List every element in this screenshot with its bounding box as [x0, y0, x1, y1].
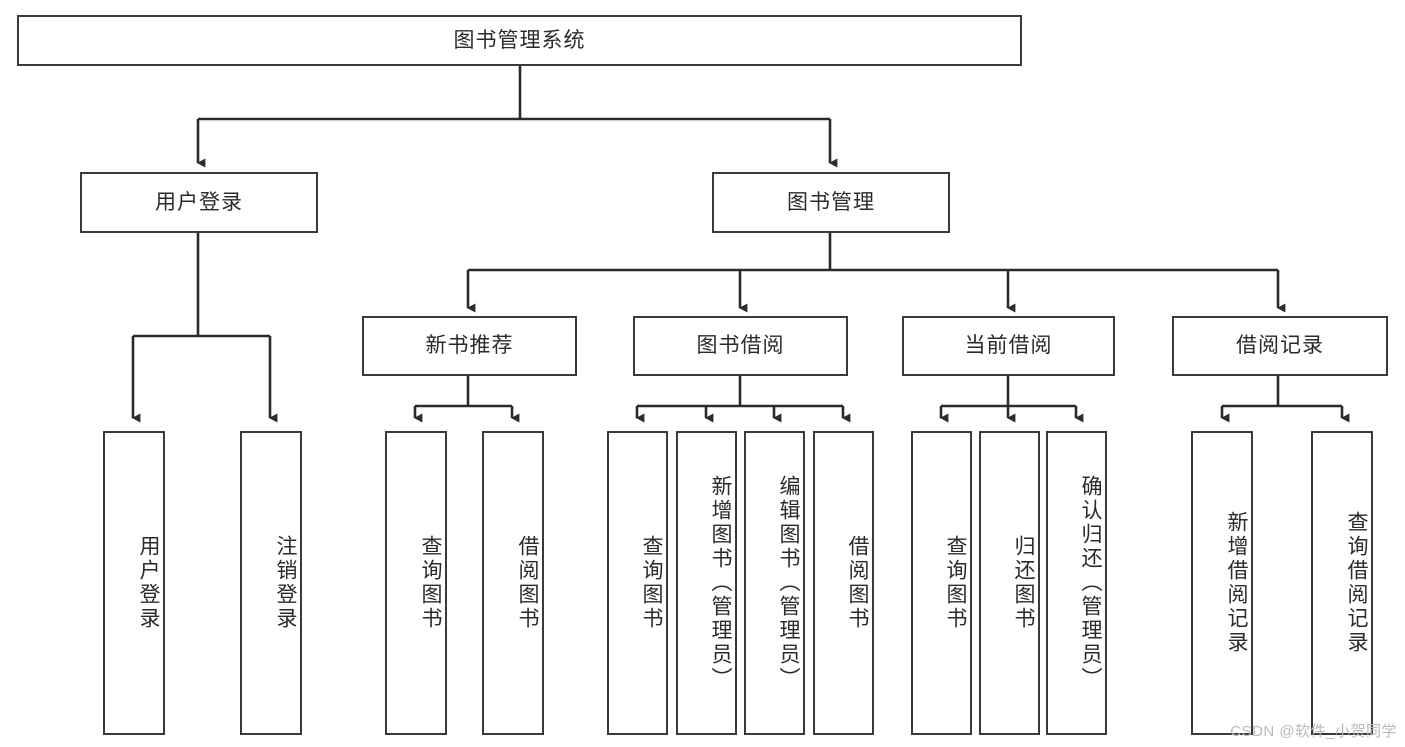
- node-label: 当前借阅: [964, 334, 1053, 358]
- node-book-borrow[interactable]: 图书借阅: [633, 316, 848, 376]
- node-label: 借阅图书: [516, 535, 539, 631]
- leaf-borrow-borrow-book[interactable]: 借阅图书: [813, 431, 874, 735]
- node-label: 新增图书（管理员）: [709, 475, 732, 691]
- node-label: 归还图书: [1012, 535, 1035, 631]
- node-current-borrow[interactable]: 当前借阅: [902, 316, 1115, 376]
- node-label: 注销登录: [274, 535, 297, 631]
- node-label: 新书推荐: [425, 334, 514, 358]
- node-new-book-recommend[interactable]: 新书推荐: [362, 316, 577, 376]
- leaf-record-query-record[interactable]: 查询借阅记录: [1311, 431, 1373, 735]
- leaf-new-book-query[interactable]: 查询图书: [385, 431, 447, 735]
- leaf-user-login-signin[interactable]: 用户登录: [103, 431, 165, 735]
- node-label: 用户登录: [155, 190, 243, 214]
- node-label: 查询图书: [419, 535, 442, 631]
- node-label: 图书借阅: [696, 334, 785, 358]
- node-label: 确认归还（管理员）: [1079, 475, 1102, 691]
- leaf-borrow-edit-book-admin[interactable]: 编辑图书（管理员）: [744, 431, 805, 735]
- leaf-current-return-book[interactable]: 归还图书: [979, 431, 1040, 735]
- node-label: 借阅图书: [846, 535, 869, 631]
- node-borrow-record[interactable]: 借阅记录: [1172, 316, 1388, 376]
- node-root-book-management-system[interactable]: 图书管理系统: [17, 15, 1022, 66]
- leaf-current-confirm-return-admin[interactable]: 确认归还（管理员）: [1046, 431, 1107, 735]
- leaf-borrow-query-book[interactable]: 查询图书: [607, 431, 668, 735]
- leaf-user-login-signout[interactable]: 注销登录: [240, 431, 302, 735]
- node-label: 图书管理系统: [453, 28, 586, 52]
- node-book-management[interactable]: 图书管理: [712, 172, 950, 233]
- watermark-text: CSDN @软件_小贺同学: [1230, 723, 1397, 740]
- node-label: 查询图书: [944, 535, 967, 631]
- node-label: 用户登录: [137, 535, 160, 631]
- node-label: 借阅记录: [1236, 334, 1324, 358]
- leaf-borrow-add-book-admin[interactable]: 新增图书（管理员）: [676, 431, 737, 735]
- leaf-new-book-borrow[interactable]: 借阅图书: [482, 431, 544, 735]
- leaf-current-query-book[interactable]: 查询图书: [911, 431, 972, 735]
- node-label: 编辑图书（管理员）: [777, 475, 800, 691]
- leaf-record-add-record[interactable]: 新增借阅记录: [1191, 431, 1253, 735]
- node-label: 查询借阅记录: [1345, 511, 1368, 655]
- node-user-login[interactable]: 用户登录: [80, 172, 318, 233]
- node-label: 图书管理: [787, 190, 875, 214]
- node-label: 查询图书: [640, 535, 663, 631]
- node-label: 新增借阅记录: [1225, 511, 1248, 655]
